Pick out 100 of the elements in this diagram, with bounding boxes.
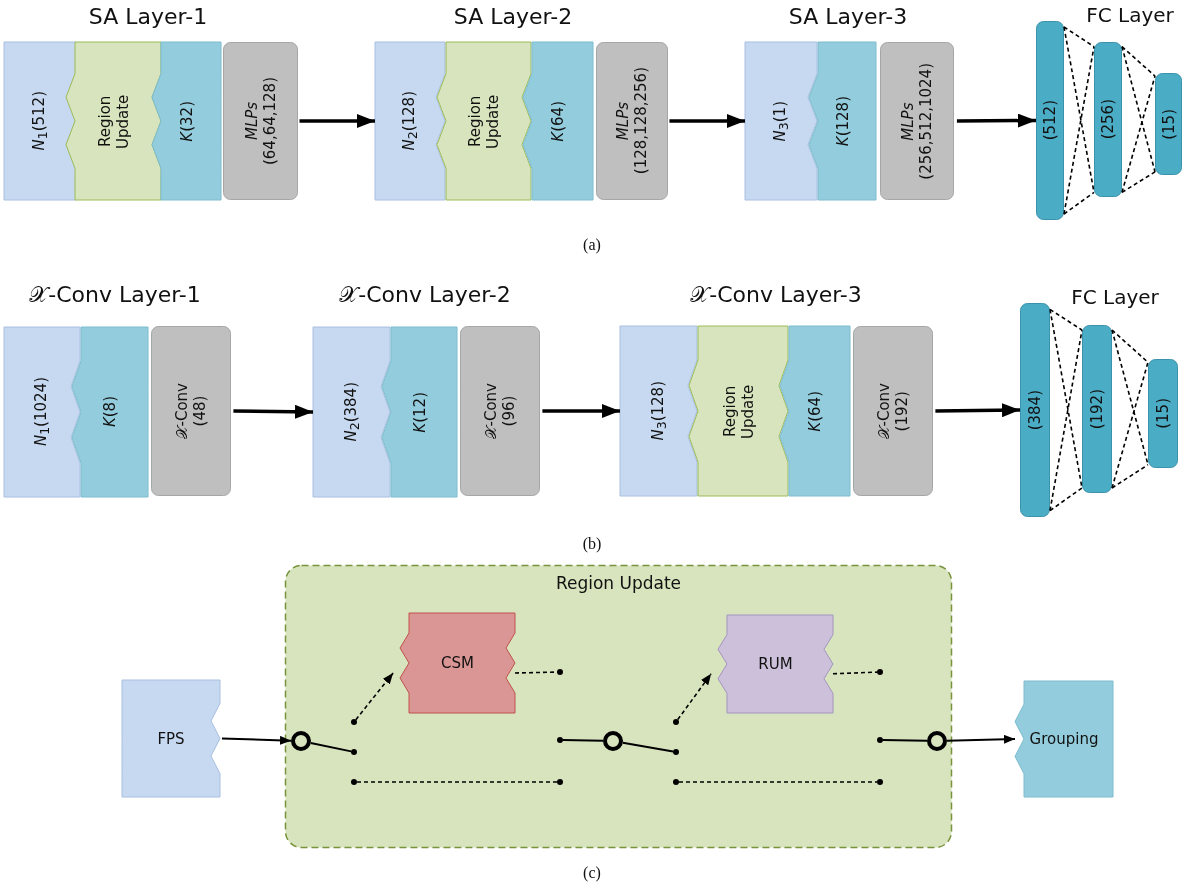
- process-block: [620, 326, 697, 496]
- dashed-line: [1063, 26, 1095, 48]
- arrow: [956, 113, 1036, 128]
- arrow: [935, 403, 1020, 418]
- dashed-line: [1049, 308, 1083, 489]
- connector-line: [309, 742, 353, 753]
- block-label: K(8): [101, 396, 119, 428]
- fc-layer-bar: [1094, 42, 1122, 197]
- switch-terminal: [877, 737, 883, 743]
- switch-pivot: [927, 731, 947, 751]
- module-block: [718, 615, 833, 713]
- switch-terminal: [557, 737, 563, 743]
- dashed-line: [1111, 329, 1149, 364]
- layer-size-label: (512): [1041, 100, 1059, 141]
- fc-layer-bar: [1082, 325, 1112, 493]
- layer-title: 𝒳-Conv Layer-2: [339, 282, 511, 307]
- fc-layer-bar: [1155, 73, 1182, 175]
- block-label: Region Update: [466, 92, 502, 151]
- process-block: [4, 327, 80, 497]
- dashed-line: [1121, 75, 1156, 194]
- switch-terminal: [673, 779, 679, 785]
- dashed-line: [1111, 361, 1149, 489]
- switch-terminal: [351, 779, 357, 785]
- process-block: [596, 42, 668, 200]
- block-label: (64,64,128): [260, 76, 279, 165]
- process-block: [4, 42, 76, 200]
- process-block: [780, 326, 850, 496]
- process-block: [313, 327, 390, 497]
- process-block: [223, 42, 298, 200]
- dashed-arrow: [676, 673, 712, 721]
- block-label: (96): [500, 395, 518, 427]
- layer-title: SA Layer-2: [453, 4, 573, 29]
- layer-size-label: (192): [1088, 388, 1106, 430]
- layer-title: FC Layer: [1071, 285, 1159, 309]
- fc-layer-bar: [1020, 303, 1050, 517]
- fc-layer-bar: [1148, 359, 1178, 468]
- process-block: [437, 42, 531, 200]
- block-label: Region Update: [720, 382, 757, 441]
- arrow: [946, 734, 1016, 744]
- dashed-line: [1121, 45, 1156, 77]
- process-block: [122, 680, 220, 797]
- dashed-line: [1111, 463, 1149, 489]
- block-label: 𝒳-Conv: [875, 382, 893, 440]
- subfigure-caption: (c): [583, 864, 601, 882]
- block-label: MLPs: [242, 101, 261, 141]
- process-block: [809, 42, 876, 200]
- process-block: [151, 326, 231, 496]
- process-block: [745, 42, 817, 200]
- process-block: [382, 327, 457, 497]
- arrow: [233, 404, 314, 419]
- arrow: [220, 735, 292, 745]
- dashed-line: [1049, 329, 1083, 512]
- switch-pivot: [603, 731, 623, 751]
- block-label: (192): [893, 390, 911, 432]
- connector-line: [621, 741, 675, 753]
- block-label: FPS: [157, 729, 185, 748]
- switch-terminal: [877, 779, 883, 785]
- block-label: K(12): [410, 391, 429, 433]
- panel-title: Region Update: [555, 573, 682, 593]
- process-block: [72, 327, 148, 497]
- connector-line: [882, 739, 928, 742]
- block-label: K(128): [833, 95, 852, 147]
- block-label: RUM: [758, 655, 793, 673]
- switch-terminal: [351, 749, 357, 755]
- switch-terminal: [877, 669, 883, 675]
- dashed-line: [832, 671, 878, 675]
- block-label: K(64): [549, 100, 567, 142]
- layer-size-label: (256): [1099, 99, 1117, 140]
- switch-terminal: [557, 669, 563, 675]
- layer-size-label: (15): [1154, 398, 1172, 429]
- process-block: [880, 42, 954, 200]
- switch-terminal: [557, 779, 563, 785]
- arrow: [669, 114, 745, 128]
- dashed-line: [1063, 191, 1095, 215]
- dashed-line: [1121, 45, 1156, 173]
- block-label: MLPs: [614, 101, 632, 141]
- switch-pivot: [291, 731, 311, 751]
- layer-title: 𝒳-Conv Layer-3: [690, 282, 862, 307]
- block-label: K(64): [806, 390, 824, 432]
- process-block: [523, 42, 593, 200]
- process-block: [853, 326, 933, 496]
- layer-title: SA Layer-3: [788, 4, 908, 29]
- dashed-line: [1121, 171, 1156, 194]
- process-block: [152, 42, 221, 200]
- dashed-line: [1063, 45, 1095, 215]
- switch-terminal: [673, 749, 679, 755]
- block-label: MLPs: [899, 101, 917, 141]
- arrow: [299, 114, 375, 128]
- process-block: [1015, 681, 1113, 797]
- dashed-line: [1049, 487, 1083, 512]
- layer-size-label: (384): [1026, 389, 1044, 431]
- dashed-line: [678, 781, 878, 783]
- switch-terminal: [351, 719, 357, 725]
- switch-terminal: [673, 719, 679, 725]
- dashed-line: [356, 781, 558, 783]
- fc-layer-bar: [1036, 21, 1064, 220]
- block-label: 𝒳-Conv: [482, 382, 500, 440]
- block-label: (48): [191, 395, 209, 427]
- connector-line: [562, 739, 604, 742]
- subfigure-caption: (a): [583, 236, 601, 254]
